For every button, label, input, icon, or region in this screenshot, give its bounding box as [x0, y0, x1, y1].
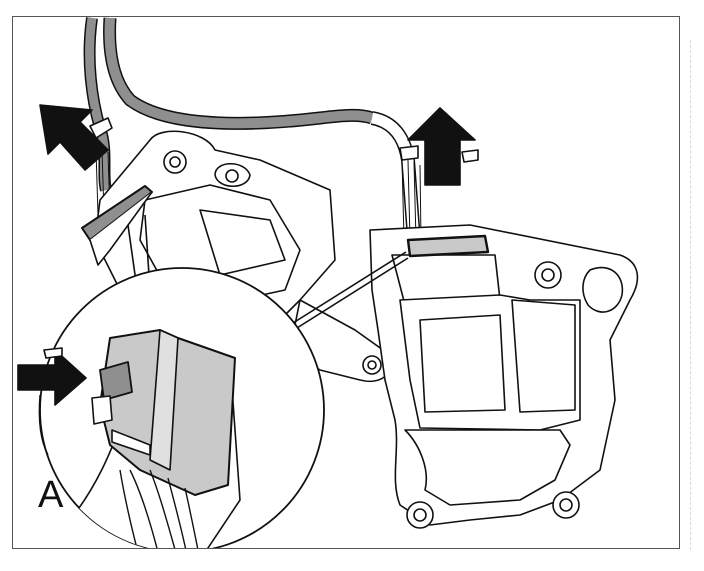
page-margin-rule — [690, 40, 691, 550]
connector-left — [81, 185, 153, 266]
arrow-up-left-icon — [39, 104, 113, 171]
figure-frame — [12, 16, 680, 549]
arrow-up-icon — [399, 107, 479, 186]
actuator-right — [369, 224, 639, 529]
inset-label: A — [38, 474, 64, 516]
arrow-right-icon — [17, 347, 87, 406]
detail-inset — [38, 267, 325, 548]
